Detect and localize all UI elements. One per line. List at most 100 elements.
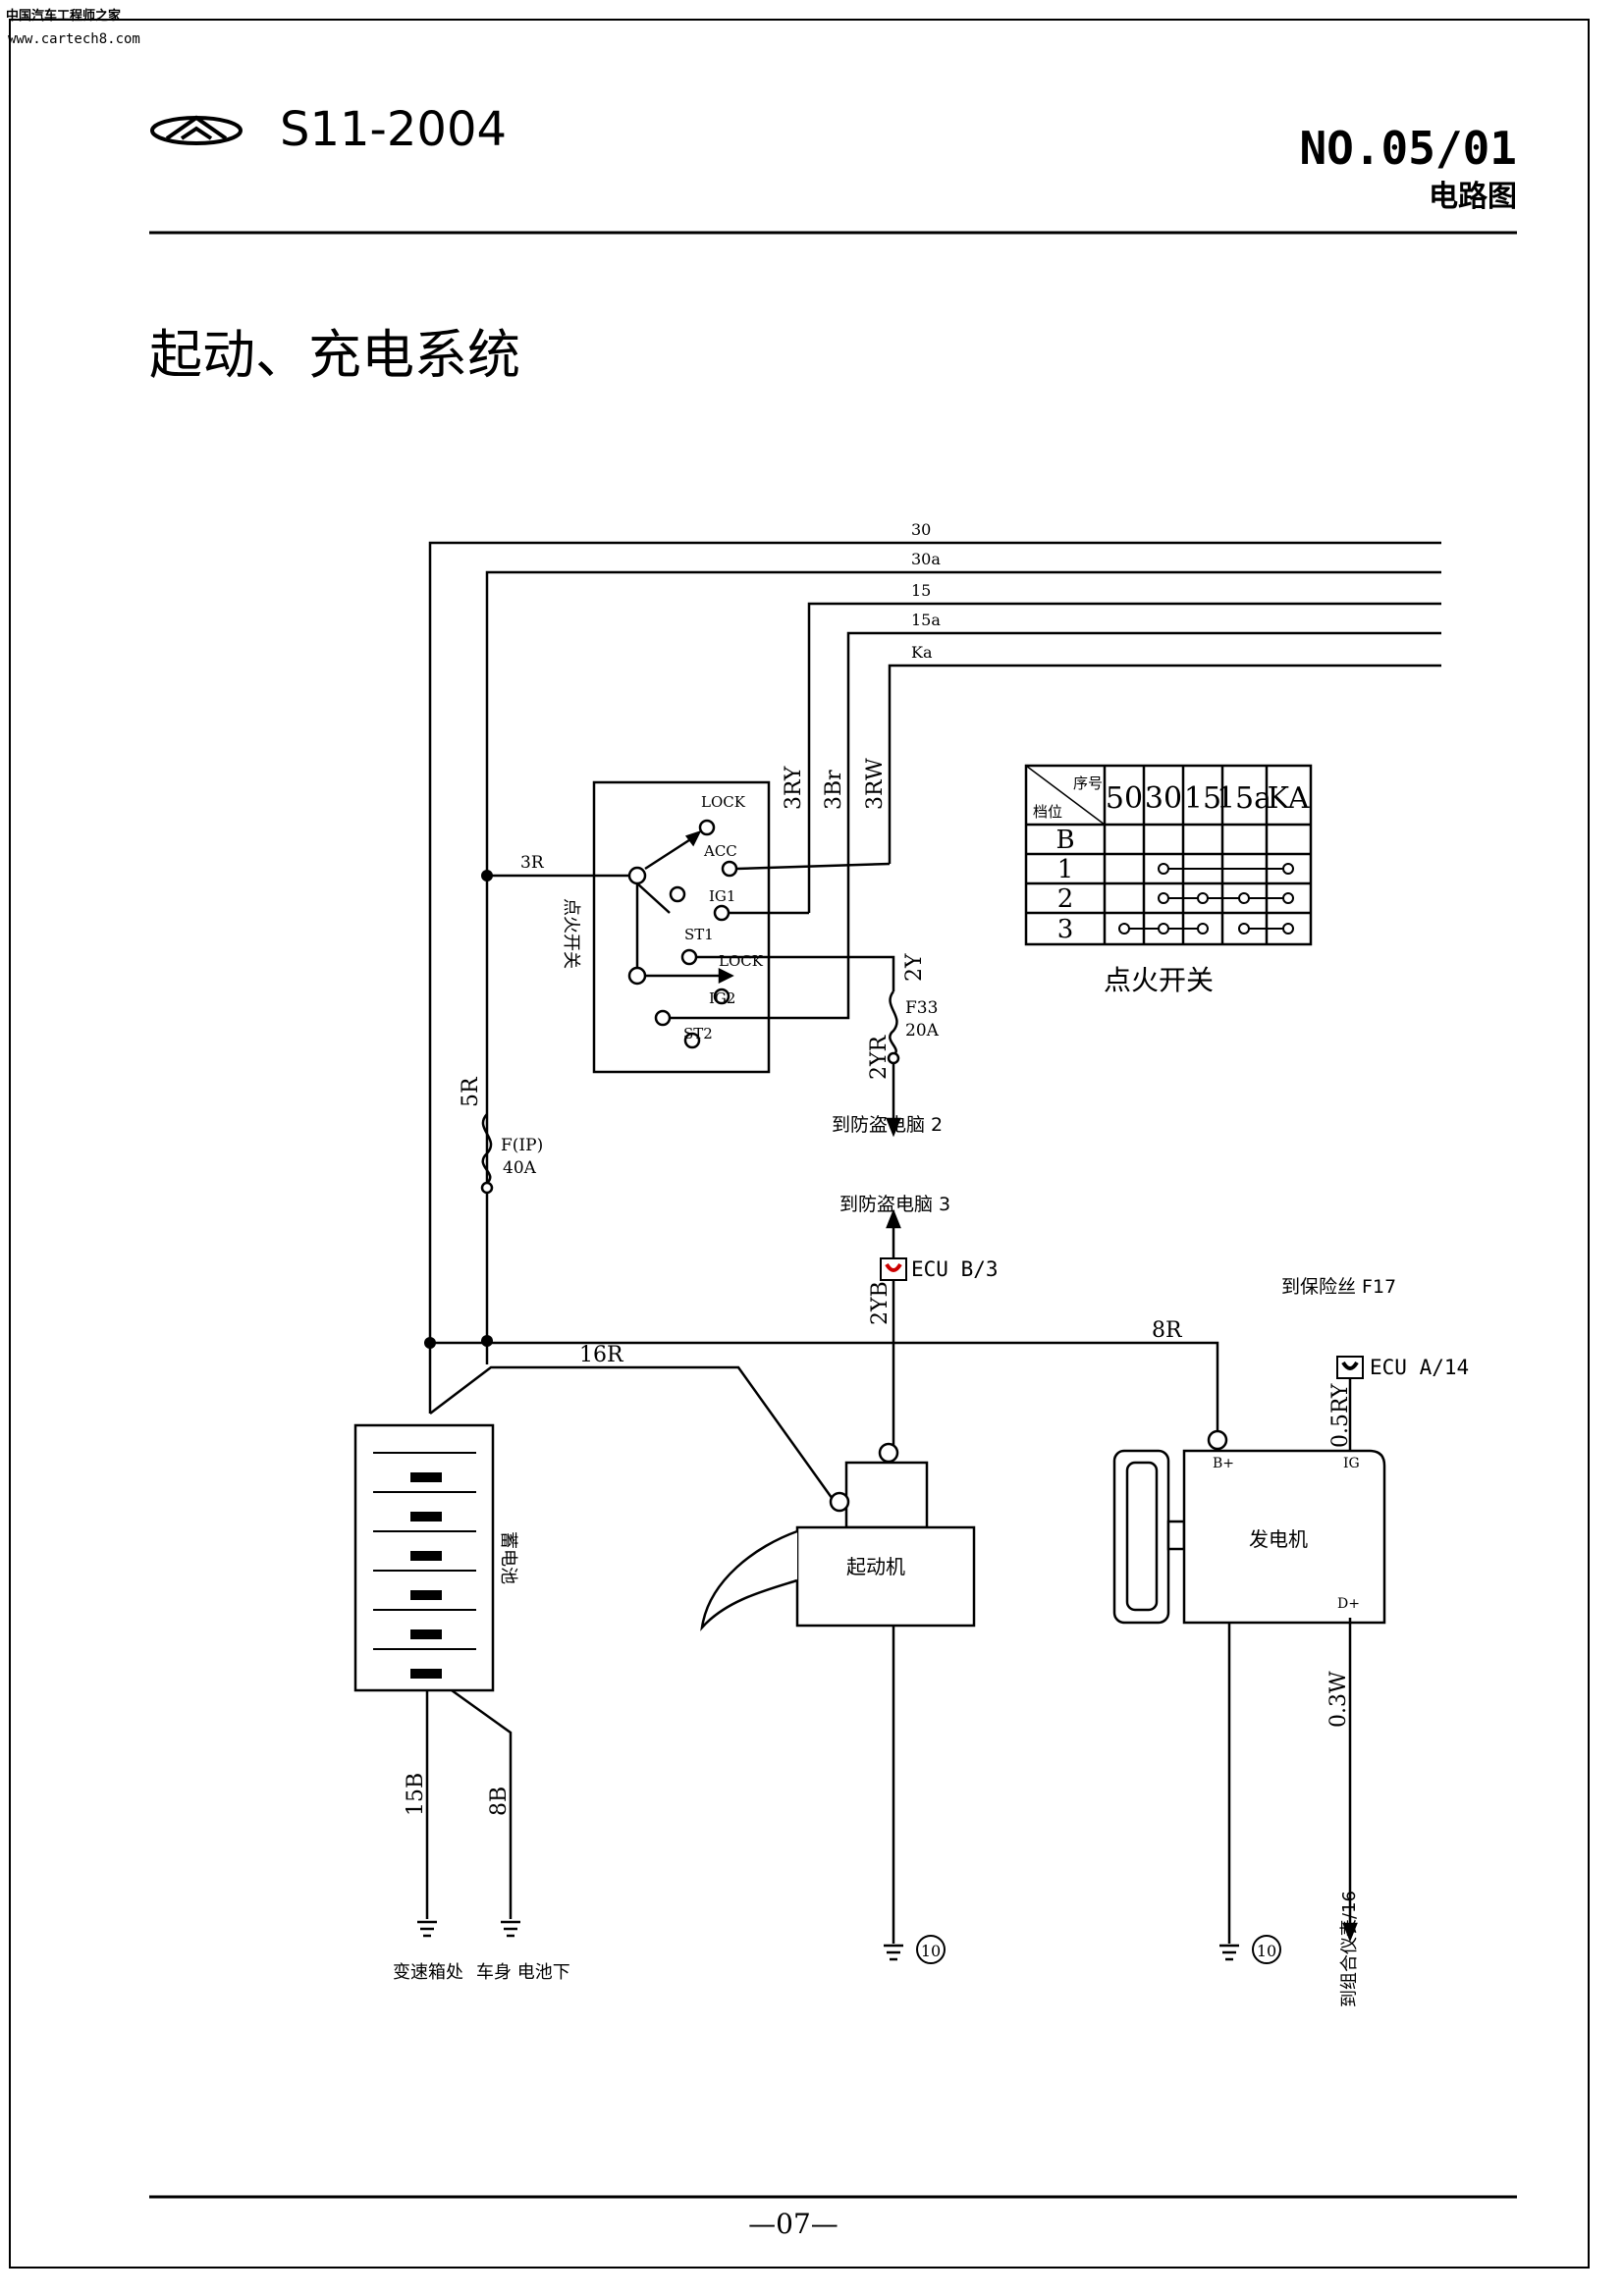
wire-label-2yb: 2YB: [868, 1281, 893, 1325]
wire-label-3r: 3R: [520, 853, 545, 873]
generator: [1112, 1374, 1386, 1944]
wire-label-16r: 16R: [579, 1343, 624, 1367]
ignition-switch-table: 序号 档位 50 30 15 15a KA B 1 2 3: [1024, 764, 1313, 996]
ground-label-body: 车身 电池下: [476, 1962, 570, 1983]
table-contact: [1158, 892, 1169, 904]
table-contact: [1197, 923, 1209, 934]
gen-terminal-ig: IG: [1343, 1456, 1360, 1471]
header-doc-no: NO.05/01: [1299, 122, 1517, 175]
ground-symbol-icon: [417, 1920, 437, 1938]
wire-label-3rw: 3RW: [863, 758, 888, 810]
table-contact: [1158, 863, 1169, 875]
watermark-url: www.cartech8.com: [8, 31, 140, 47]
conn-cluster-16: 到组合仪表/16: [1339, 1891, 1360, 2007]
ground-symbol-icon: [884, 1944, 903, 1961]
battery-box: [353, 1423, 495, 1692]
arrow-up-icon: [886, 1208, 901, 1261]
wire-2y: [696, 955, 895, 991]
ignition-switch-box: [592, 780, 771, 1074]
wire-label-3br: 3Br: [822, 770, 846, 810]
wire-16r: [429, 1365, 837, 1503]
term-lock-2: LOCK: [719, 952, 764, 970]
bus-label-30: 30: [911, 520, 931, 539]
ground-point-circle: [1252, 1935, 1281, 1964]
ground-point-10: 10: [1257, 1942, 1276, 1960]
table-contact: [1282, 923, 1294, 934]
battery-cells-icon: [410, 1472, 442, 1679]
bus-label-30a: 30a: [911, 550, 941, 568]
bus-line-15: [807, 602, 1441, 913]
table-contact: [1238, 892, 1250, 904]
switch-arm-upper: [644, 834, 696, 871]
bus-line-ka: [888, 664, 1441, 864]
table-row-1: 1: [1057, 855, 1074, 884]
conn-antitheft-2: 到防盗电脑 2: [832, 1114, 943, 1136]
generator-label: 发电机: [1249, 1527, 1308, 1551]
gen-terminal-dplus: D+: [1337, 1596, 1360, 1612]
table-col-30: 30: [1145, 781, 1182, 816]
term-ig1: IG1: [709, 887, 735, 905]
wire-8r: [430, 1341, 1219, 1435]
wire-label-3ry: 3RY: [782, 766, 806, 810]
starter-motor: [700, 1442, 976, 1944]
wire-label-2y: 2Y: [902, 953, 927, 982]
term-st2: ST2: [683, 1025, 713, 1042]
table-row-b: B: [1055, 826, 1074, 855]
page-border: [9, 19, 1590, 2269]
ground-point-circle: [916, 1935, 946, 1964]
wire-label-5r: 5R: [459, 1076, 483, 1107]
section-title: 起动、充电系统: [149, 324, 520, 386]
wire-8b: [451, 1688, 513, 1919]
table-contact: [1282, 863, 1294, 875]
term-lock-1: LOCK: [701, 793, 746, 811]
bus-label-15a: 15a: [911, 611, 941, 629]
ignition-switch-label: 点火开关: [561, 898, 581, 969]
wire-label-15b: 15B: [404, 1773, 428, 1816]
bus-line-30: [428, 541, 1441, 1364]
table-col-ka: KA: [1268, 781, 1310, 816]
ground-point-10: 10: [921, 1942, 941, 1960]
contact-st1: [680, 948, 698, 966]
term-st1: ST1: [684, 926, 714, 943]
term-acc: ACC: [703, 842, 737, 860]
table-col-50: 50: [1106, 781, 1143, 816]
table-contact: [1197, 892, 1209, 904]
table-header-position: 档位: [1033, 803, 1062, 821]
wire-label-8b: 8B: [487, 1787, 512, 1816]
junction-dot: [481, 870, 493, 881]
contact-st2: [683, 1032, 701, 1049]
table-col-15: 15: [1184, 781, 1221, 816]
starter-label: 起动机: [846, 1555, 905, 1578]
switch-pivot-lower: [627, 966, 647, 986]
conn-ecu-b3: ECU B/3: [911, 1257, 999, 1281]
gen-terminal-bplus: B+: [1213, 1456, 1234, 1471]
conn-antitheft-3: 到防盗电脑 3: [839, 1194, 950, 1215]
fuse-fip-rating: 40A: [503, 1158, 537, 1178]
bus-line-15a: [846, 631, 1441, 918]
wire-label-2yr: 2YR: [867, 1034, 892, 1080]
wire-label-8r: 8R: [1152, 1318, 1183, 1343]
conn-ecu-a14: ECU A/14: [1370, 1356, 1469, 1379]
switch-pivot-upper: [627, 866, 647, 885]
table-title: 点火开关: [1104, 964, 1214, 996]
table-contact: [1282, 892, 1294, 904]
table-contact: [1158, 923, 1169, 934]
fuse-f33: [886, 990, 901, 1138]
wire-label-05ry: 0.5RY: [1328, 1383, 1353, 1448]
contact-acc: [721, 860, 738, 878]
contact-lock: [698, 819, 716, 836]
bus-line-30a: [485, 570, 1441, 1343]
page-number: —07—: [748, 2208, 839, 2240]
table-header-number: 序号: [1073, 774, 1103, 792]
contact-ig2: [713, 988, 730, 1005]
ground-symbol-icon: [501, 1920, 520, 1938]
bus-label-15: 15: [911, 581, 931, 600]
table-row-2: 2: [1057, 884, 1074, 914]
table-col-15a: 15a: [1217, 781, 1271, 816]
table-contact: [1238, 923, 1250, 934]
conn-fuse-f17: 到保险丝 F17: [1281, 1276, 1396, 1298]
fuse-f33-rating: 20A: [905, 1021, 940, 1041]
contact-ig1: [713, 904, 730, 922]
header-doc-type: 电路图: [1429, 180, 1517, 214]
watermark-text: 中国汽车工程师之家: [6, 8, 122, 24]
